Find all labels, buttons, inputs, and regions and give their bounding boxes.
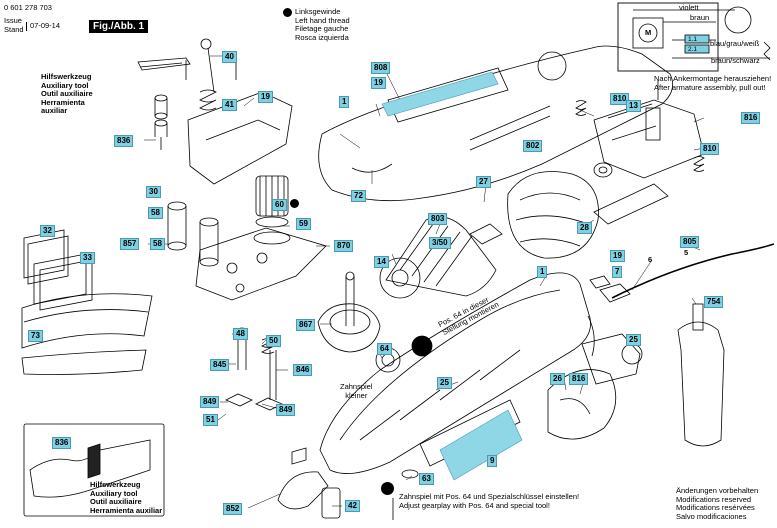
part-tag-27[interactable]: 27 — [476, 176, 491, 188]
part-number: 0 601 278 703 — [4, 3, 52, 12]
part-tag-58-lower[interactable]: 58 — [150, 238, 165, 250]
part-tag-32[interactable]: 32 — [40, 225, 55, 237]
part-tag-14[interactable]: 14 — [374, 256, 389, 268]
wiring-diagram — [617, 2, 771, 72]
left-thread-symbol-icon — [283, 8, 292, 17]
motor-symbol-label: M — [645, 28, 652, 37]
part-tag-802[interactable]: 802 — [523, 140, 543, 152]
part-tag-59[interactable]: 59 — [296, 218, 311, 230]
part-tag-1-upper[interactable]: 1 — [339, 96, 350, 108]
part-tag-816-right[interactable]: 816 — [741, 112, 761, 124]
part-tag-25-lower[interactable]: 25 — [437, 377, 452, 389]
part-tag-852[interactable]: 852 — [223, 503, 243, 515]
part-tag-41[interactable]: 41 — [222, 99, 237, 111]
part-label-6[interactable]: 6 — [648, 255, 653, 264]
part-tag-42[interactable]: 42 — [345, 500, 360, 512]
part-tag-72[interactable]: 72 — [351, 190, 366, 202]
part-tag-810-upper[interactable]: 810 — [610, 93, 630, 105]
part-tag-808[interactable]: 808 — [371, 62, 391, 74]
part-tag-845[interactable]: 845 — [210, 359, 230, 371]
part-tag-810-right[interactable]: 810 — [700, 143, 720, 155]
part-tag-870[interactable]: 870 — [334, 240, 354, 252]
part-tag-33[interactable]: 33 — [80, 252, 95, 264]
part-tag-64[interactable]: 64 — [377, 343, 392, 355]
part-tag-849-left[interactable]: 849 — [200, 396, 220, 408]
part-tag-63[interactable]: 63 — [419, 473, 434, 485]
left-thread-60-icon — [290, 199, 299, 208]
terminal-1-label: 1.1 — [688, 36, 698, 43]
part-label-5[interactable]: 5 — [684, 248, 689, 257]
part-tag-28[interactable]: 28 — [577, 222, 592, 234]
figure-label: Fig./Abb. 1 — [89, 20, 149, 33]
part-tag-805[interactable]: 805 — [680, 236, 700, 248]
part-tag-857[interactable]: 857 — [120, 238, 140, 250]
wire-blau-label: blau/grau/weiß — [710, 39, 760, 48]
part-tag-26[interactable]: 26 — [550, 373, 565, 385]
part-tag-3-50[interactable]: 3/50 — [429, 237, 451, 249]
part-tag-754[interactable]: 754 — [704, 296, 724, 308]
part-tag-48[interactable]: 48 — [233, 328, 248, 340]
part-tag-50[interactable]: 50 — [266, 335, 281, 347]
part-tag-58-upper[interactable]: 58 — [148, 207, 163, 219]
part-tag-73[interactable]: 73 — [28, 330, 43, 342]
part-tag-836-top[interactable]: 836 — [114, 135, 134, 147]
part-tag-1-lower[interactable]: 1 — [537, 266, 548, 278]
wire-braun-schwarz-label: braun/schwarz — [711, 56, 760, 65]
part-tag-816-lower[interactable]: 816 — [569, 373, 589, 385]
part-tag-803[interactable]: 803 — [428, 213, 448, 225]
armature-note: Nach Ankermontage herausziehen!After arm… — [654, 74, 772, 92]
part-tag-836-bottom[interactable]: 836 — [52, 437, 72, 449]
part-tag-19-upper[interactable]: 19 — [371, 77, 386, 89]
part-tag-846[interactable]: 846 — [293, 364, 313, 376]
part-tag-30[interactable]: 30 — [146, 186, 161, 198]
part-tag-51[interactable]: 51 — [203, 414, 218, 426]
part-tag-19-right[interactable]: 19 — [610, 250, 625, 262]
wire-violett-label: violett — [679, 3, 699, 12]
gearplay-note: Zahnspiel mit Pos. 64 und Spezialschlüss… — [399, 492, 580, 510]
stand-label: Stand — [4, 25, 24, 34]
part-tag-9[interactable]: 9 — [487, 455, 498, 467]
wire-braun-label: braun — [690, 13, 710, 22]
date: 07-09-14 — [26, 21, 60, 31]
part-tag-867[interactable]: 867 — [296, 319, 316, 331]
part-tag-13[interactable]: 13 — [626, 100, 641, 112]
issue-label: Issue — [4, 16, 22, 25]
terminal-2-label: 2.1 — [688, 46, 698, 53]
part-tag-19-upper-left[interactable]: 19 — [258, 91, 273, 103]
part-tag-60[interactable]: 60 — [272, 199, 287, 211]
part-tag-25-right[interactable]: 25 — [626, 334, 641, 346]
part-tag-849-right[interactable]: 849 — [276, 404, 296, 416]
part-tag-40[interactable]: 40 — [222, 51, 237, 63]
part-tag-7[interactable]: 7 — [612, 266, 623, 278]
special-tool-symbol-icon — [381, 482, 394, 495]
